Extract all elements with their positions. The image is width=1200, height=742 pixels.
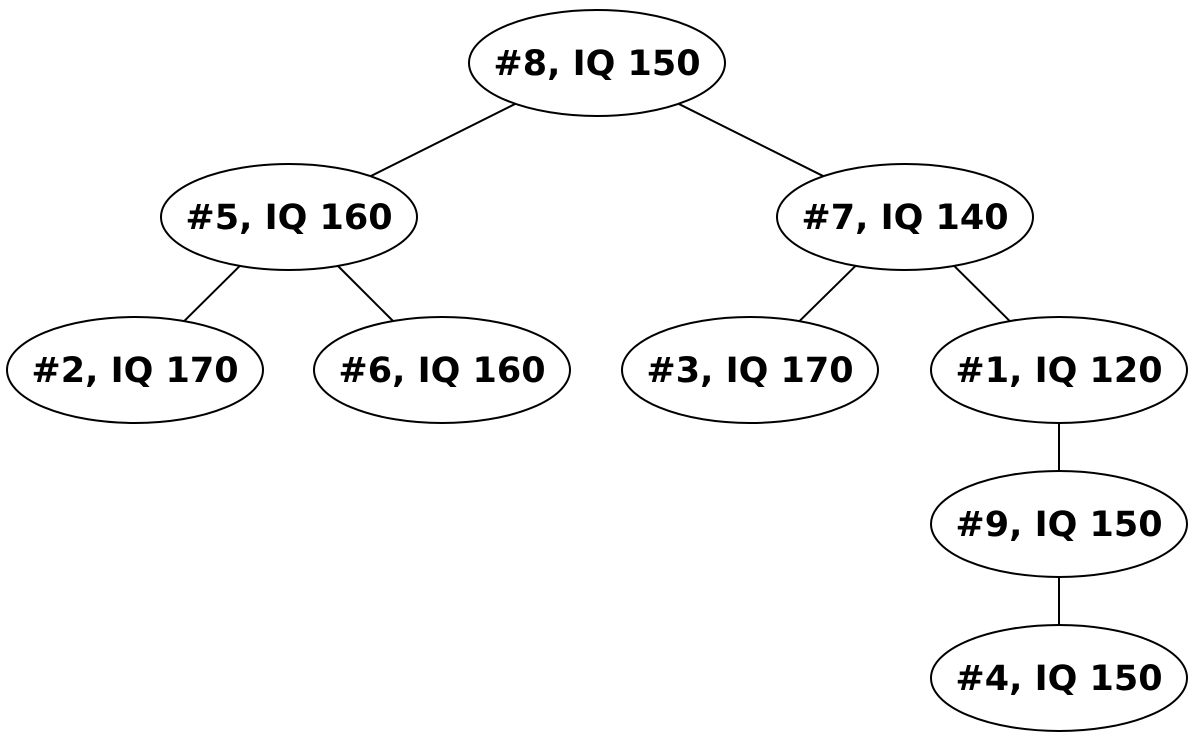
tree-node-n4: #4, IQ 150: [930, 624, 1188, 732]
tree-node-n7: #7, IQ 140: [776, 163, 1034, 271]
nodes-layer: #8, IQ 150 #5, IQ 160 #7, IQ 140 #2, IQ 170…: [6, 9, 1188, 732]
node-label: #4, IQ 150: [955, 659, 1162, 699]
node-label: #5, IQ 160: [185, 198, 392, 238]
node-ellipse: [930, 470, 1188, 578]
node-ellipse: [6, 316, 264, 424]
node-ellipse: [930, 624, 1188, 732]
tree-node-n2: #2, IQ 170: [6, 316, 264, 424]
edge-n5-n6: [337, 265, 394, 322]
edge-n8-n5: [370, 102, 516, 178]
tree-node-n1: #1, IQ 120: [930, 316, 1188, 424]
edge-n8-n7: [678, 102, 824, 178]
node-label: #8, IQ 150: [493, 44, 700, 84]
node-label: #1, IQ 120: [955, 351, 1162, 391]
node-ellipse: [930, 316, 1188, 424]
node-ellipse: [621, 316, 879, 424]
node-label: #7, IQ 140: [801, 198, 1008, 238]
edges-layer: [183, 102, 1060, 625]
node-ellipse: [468, 9, 726, 117]
tree-node-n3: #3, IQ 170: [621, 316, 879, 424]
node-ellipse: [313, 316, 571, 424]
node-label: #6, IQ 160: [338, 351, 545, 391]
edge-n7-n3: [798, 265, 857, 322]
tree-node-n6: #6, IQ 160: [313, 316, 571, 424]
node-label: #2, IQ 170: [31, 351, 238, 391]
node-ellipse: [776, 163, 1034, 271]
tree-node-n5: #5, IQ 160: [160, 163, 418, 271]
edge-n7-n1: [953, 265, 1011, 322]
node-label: #9, IQ 150: [955, 505, 1162, 545]
tree-node-n8: #8, IQ 150: [468, 9, 726, 117]
node-ellipse: [160, 163, 418, 271]
tree-node-n9: #9, IQ 150: [930, 470, 1188, 578]
node-label: #3, IQ 170: [646, 351, 853, 391]
edge-n5-n2: [183, 265, 241, 322]
